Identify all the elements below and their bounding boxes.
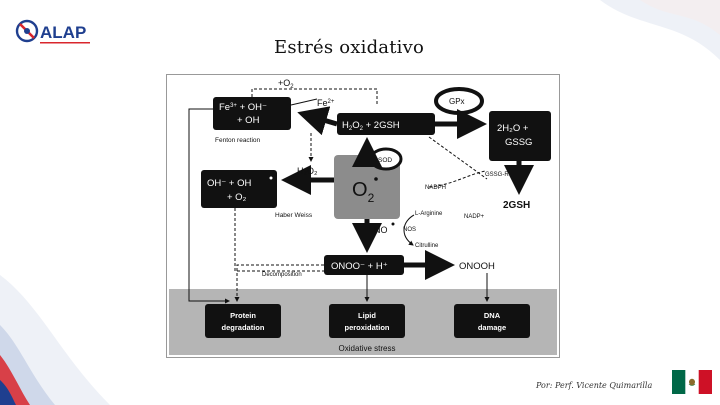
oxidative-stress-diagram: +O2 Fe3+ + OH⁻ + OH Fenton reaction Fe2+… [166, 74, 560, 358]
haber-line2: + O₂ [227, 192, 247, 203]
fenton-box [213, 97, 291, 130]
gpx-label: GPx [449, 97, 465, 106]
arrow-to-fenton [297, 106, 338, 136]
radical-dot-no [391, 222, 395, 226]
haber-line1: OH⁻ + OH [207, 178, 251, 189]
fenton-label: Fenton reaction [215, 137, 261, 144]
logo-text: ALAP [40, 23, 86, 42]
h2o2-o: O [352, 120, 359, 131]
protein-line1: Protein [230, 311, 256, 320]
haber-weiss-box [201, 170, 277, 208]
nadph-label: NADPH [425, 185, 446, 191]
line-nadph [428, 170, 486, 188]
dna-line2: damage [478, 323, 506, 332]
nos-label: NOS [403, 227, 416, 233]
o2-top-label: +O [278, 78, 290, 88]
gssg-r-label: GSSG-R [485, 172, 509, 178]
h2o2-gsh-box [337, 113, 435, 135]
o2-top-sub: 2 [290, 84, 294, 90]
protein-box [205, 304, 281, 338]
svg-text:O2: O2 [352, 179, 375, 205]
h2o-gssg-line1: 2H₂O + [497, 123, 529, 134]
author-credit: Por: Perf. Vicente Quimarilla [536, 381, 653, 390]
line-fe2-loop [290, 98, 318, 106]
superoxide-square [334, 155, 400, 219]
line-haber-down [234, 208, 329, 272]
fenton-line1-rest: + OH⁻ [237, 102, 267, 113]
onooh-label: ONOOH [459, 261, 495, 272]
decomposition-label: Decomposition [262, 272, 302, 278]
fenton-fe3: Fe [219, 102, 230, 113]
nadp-label: NADP+ [464, 214, 485, 220]
oxidative-stress-label: Oxidative stress [339, 344, 396, 353]
fe2-label: Fe [317, 98, 328, 108]
fenton-fe3-sup: 3+ [230, 103, 237, 109]
fe2-sup: 2+ [328, 99, 335, 105]
svg-text:Fe2+: Fe2+ [317, 98, 335, 108]
h2o-gssg-line2: GSSG [505, 137, 532, 148]
lipid-line2: peroxidation [344, 323, 389, 332]
haber-label: Haber Weiss [275, 212, 313, 219]
line-gssg-r [428, 136, 488, 180]
citrulline-label: Citrulline [415, 243, 439, 249]
mexico-flag-icon [672, 370, 712, 394]
corner-wave-bottom-left [0, 275, 110, 405]
o2-center-sub: 2 [368, 191, 375, 205]
h2o2-left-label: H₂O₂ [297, 166, 318, 176]
gsh2-label: 2GSH [503, 200, 530, 211]
alap-logo: ALAP [15, 19, 90, 44]
svg-text:+O2: +O2 [278, 78, 294, 90]
h2o2-gsh-rest: + 2GSH [363, 120, 400, 131]
line-fenton-left [188, 108, 230, 304]
line-decomposition [234, 264, 324, 302]
radical-dot-center [374, 177, 378, 181]
dna-line1: DNA [484, 311, 501, 320]
page-title: Estrés oxidativo [274, 37, 425, 58]
o2-center-label: O [352, 179, 368, 201]
fenton-line2: + OH [237, 115, 260, 126]
h2o2-h: H [342, 120, 349, 131]
line-nos [403, 214, 415, 246]
lipid-box [329, 304, 405, 338]
lipid-line1: Lipid [358, 311, 376, 320]
no-label: NO [374, 225, 388, 235]
radical-dot-haber [269, 176, 273, 180]
larginine-label: L-Arginine [415, 211, 443, 217]
onoo-box [324, 255, 404, 275]
h2o-gssg-box [489, 111, 551, 161]
sod-label: SOD [378, 157, 392, 164]
dna-box [454, 304, 530, 338]
onoo-label: ONOO⁻ + H⁺ [331, 261, 388, 272]
protein-line2: degradation [222, 323, 265, 332]
svg-text:Fe3+ + OH⁻: Fe3+ + OH⁻ [219, 102, 267, 113]
line-dashed-top [251, 88, 378, 105]
svg-text:H2O2 + 2GSH: H2O2 + 2GSH [342, 120, 400, 132]
